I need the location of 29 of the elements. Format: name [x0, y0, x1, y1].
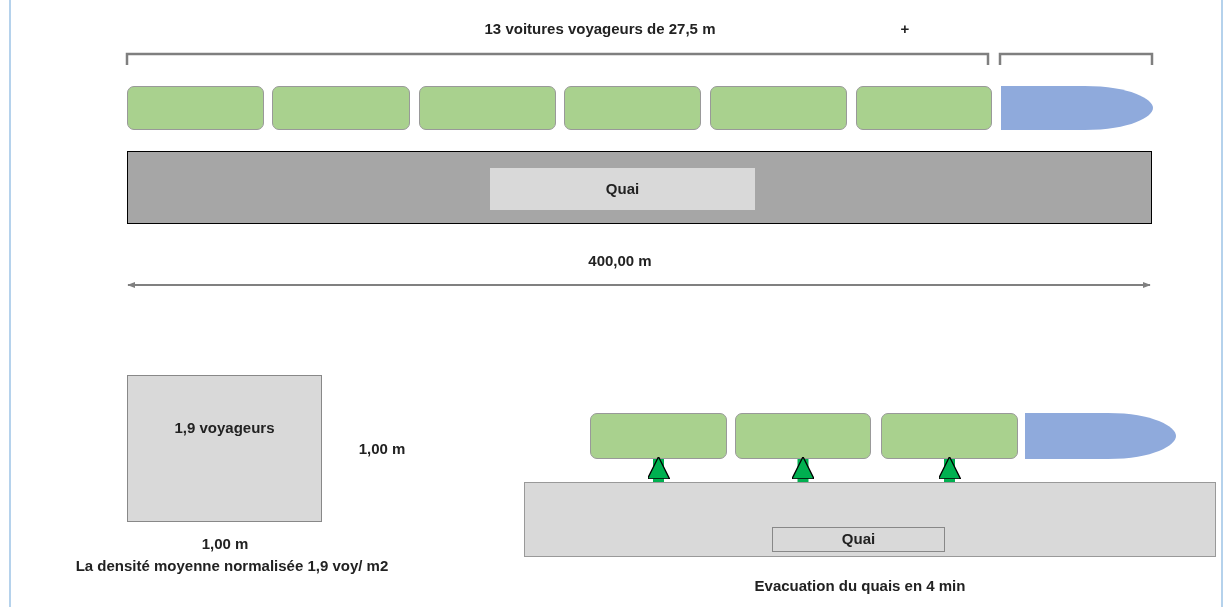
- platform: [524, 482, 1216, 557]
- train-car: [419, 86, 556, 130]
- dimension-label: 400,00 m: [588, 252, 652, 269]
- locomotive: [1025, 413, 1176, 459]
- node-text: Quai: [841, 529, 876, 550]
- train-car: [272, 86, 410, 130]
- arrow: [646, 456, 671, 482]
- train-car: [735, 413, 871, 459]
- caption-text: La densité moyenne normalisée 1,9 voy/ m2: [74, 557, 390, 574]
- dimension-label: 1,00 m: [201, 535, 249, 552]
- train-car: [564, 86, 701, 130]
- platform-label-box: [772, 527, 945, 552]
- arrow: [791, 456, 815, 482]
- dimension-label: 1,00 m: [358, 440, 406, 457]
- train-car: [881, 413, 1018, 459]
- train-car: [590, 413, 727, 459]
- caption-text: 13 voitures voyageurs de 27,5 m: [484, 20, 716, 37]
- train-car: [710, 86, 847, 130]
- node-text: 1,9 voyageurs: [174, 418, 275, 439]
- arrow: [937, 456, 962, 482]
- train-car: [127, 86, 264, 130]
- train-car: [856, 86, 992, 130]
- platform-label-box: [490, 168, 755, 210]
- caption-text: Evacuation du quais en 4 min: [754, 577, 966, 594]
- node-text: Quai: [605, 178, 640, 199]
- locomotive: [1001, 86, 1153, 130]
- plus-sign: +: [900, 20, 910, 37]
- platform: [127, 151, 1152, 224]
- area-square: [127, 375, 322, 522]
